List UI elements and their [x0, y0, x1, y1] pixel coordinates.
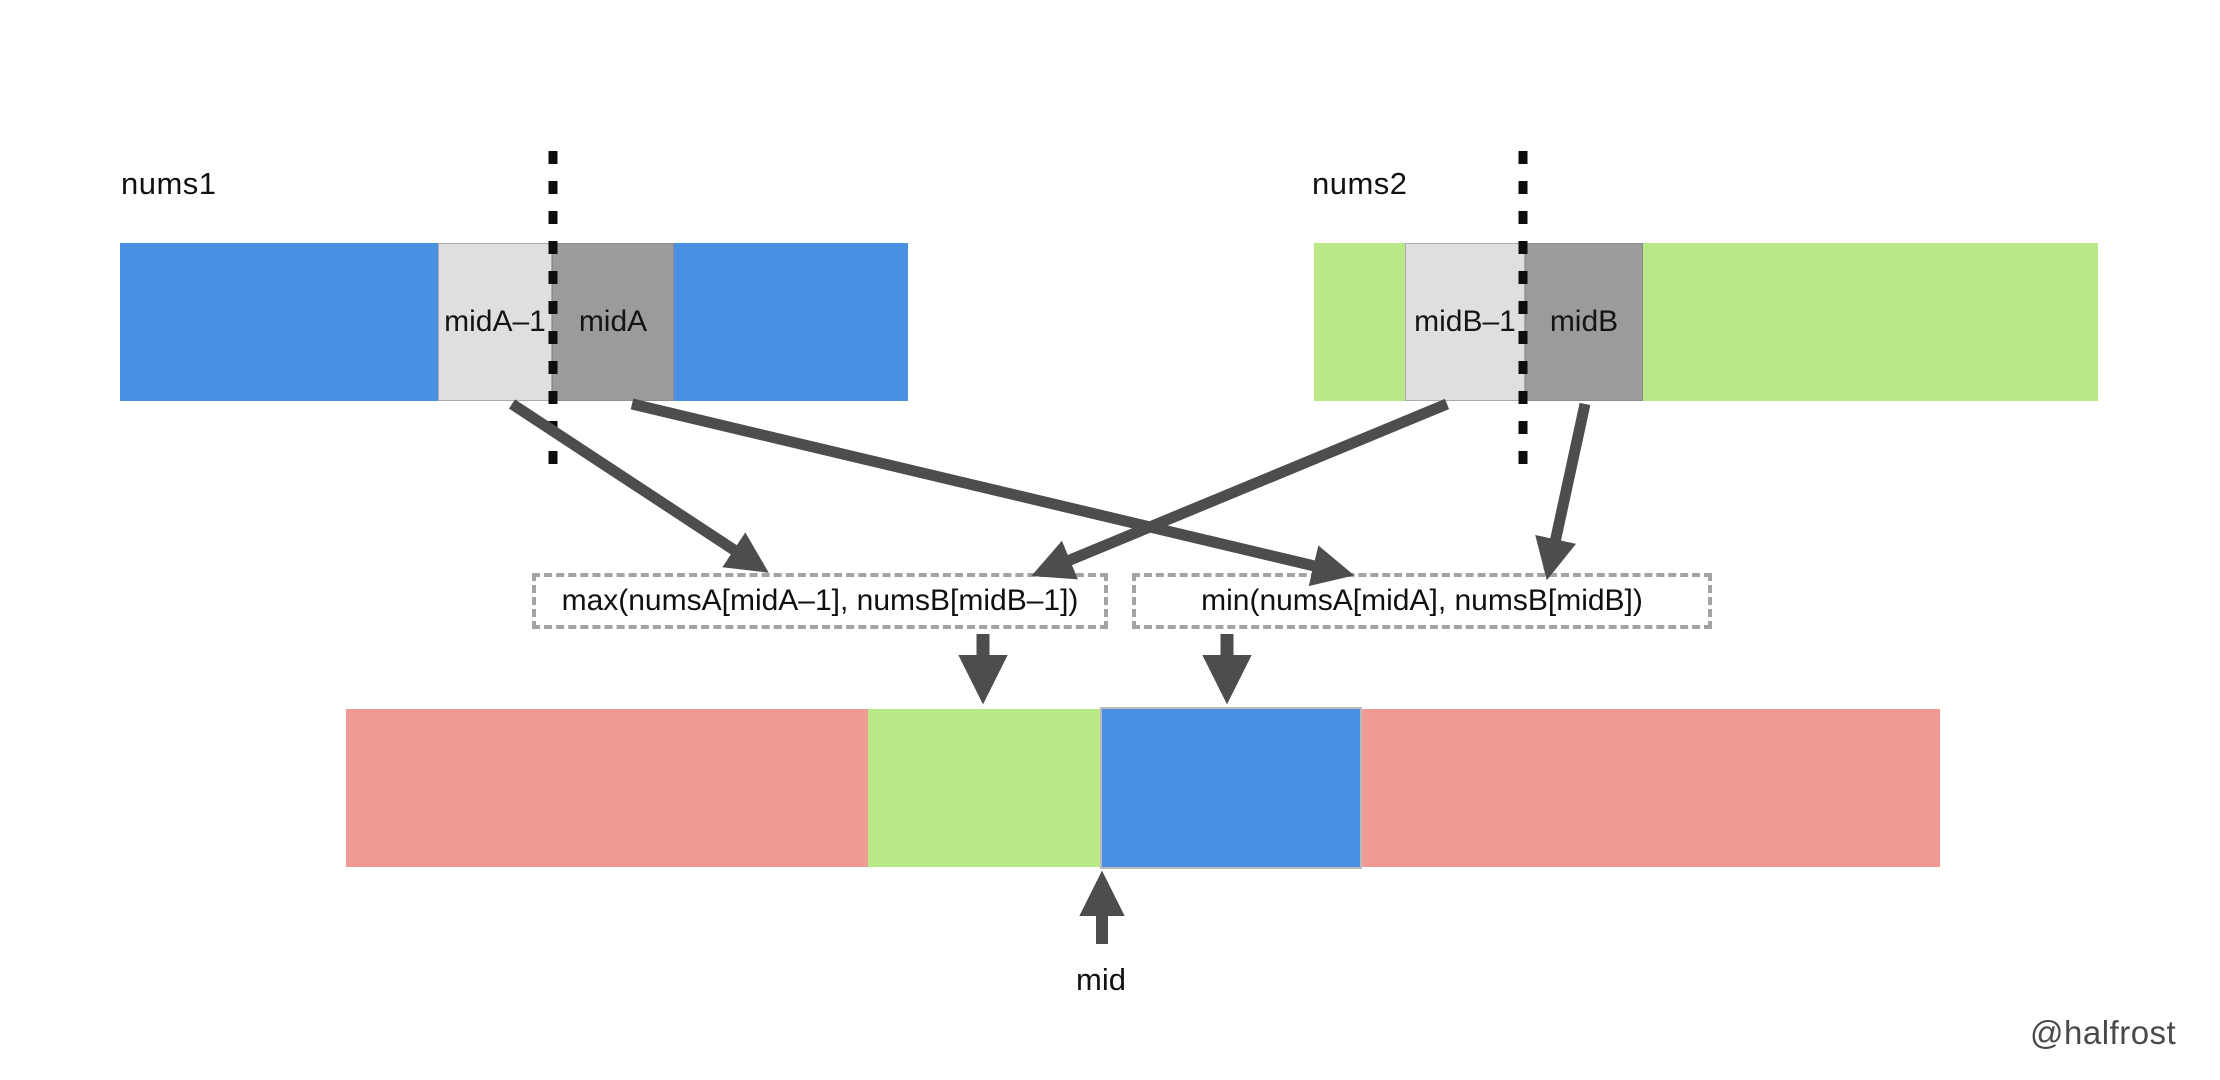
- nums1-array-bar: midA–1 midA: [120, 243, 908, 401]
- nums2-segment-midB-label: midB: [1549, 305, 1619, 338]
- arrow-numsA-midA-to-min-box: [630, 398, 1355, 587]
- merged-array-bar: [346, 707, 1940, 869]
- nums2-segment-midB-minus-1-label: midB–1: [1414, 305, 1516, 338]
- nums1-segment-midA-label: midA: [578, 305, 648, 338]
- arrow-numsA-midA-1-to-max-box: [508, 399, 769, 573]
- nums1-segment-midA-minus-1: midA–1: [438, 243, 552, 401]
- nums2-array-bar: midB–1 midB: [1314, 243, 2098, 401]
- min-formula-box: min(numsA[midA], numsB[midB]): [1132, 573, 1712, 629]
- nums1-segment-midA-minus-1-label: midA–1: [444, 305, 546, 338]
- arrow-numsB-midB-1-to-max-box: [1031, 398, 1450, 580]
- nums2-label: nums2: [1312, 166, 1408, 201]
- nums2-segment-midB-minus-1: midB–1: [1405, 243, 1525, 401]
- watermark-text: @halfrost: [2030, 1014, 2177, 1051]
- nums2-segment-midB: midB: [1525, 243, 1643, 401]
- merged-segment-left-half-max: [868, 709, 1102, 867]
- nums1-segment-midA: midA: [552, 243, 674, 401]
- max-formula-box: max(numsA[midA–1], numsB[midB–1]): [532, 573, 1108, 629]
- mid-pointer-label: mid: [1076, 962, 1126, 997]
- min-formula-text: min(numsA[midA], numsB[midB]): [1201, 584, 1643, 617]
- merged-segment-right-half-min: [1100, 707, 1362, 869]
- arrow-numsB-midB-to-min-box: [1535, 402, 1591, 581]
- max-formula-text: max(numsA[midA–1], numsB[midB–1]): [561, 584, 1079, 617]
- nums1-label: nums1: [121, 166, 217, 201]
